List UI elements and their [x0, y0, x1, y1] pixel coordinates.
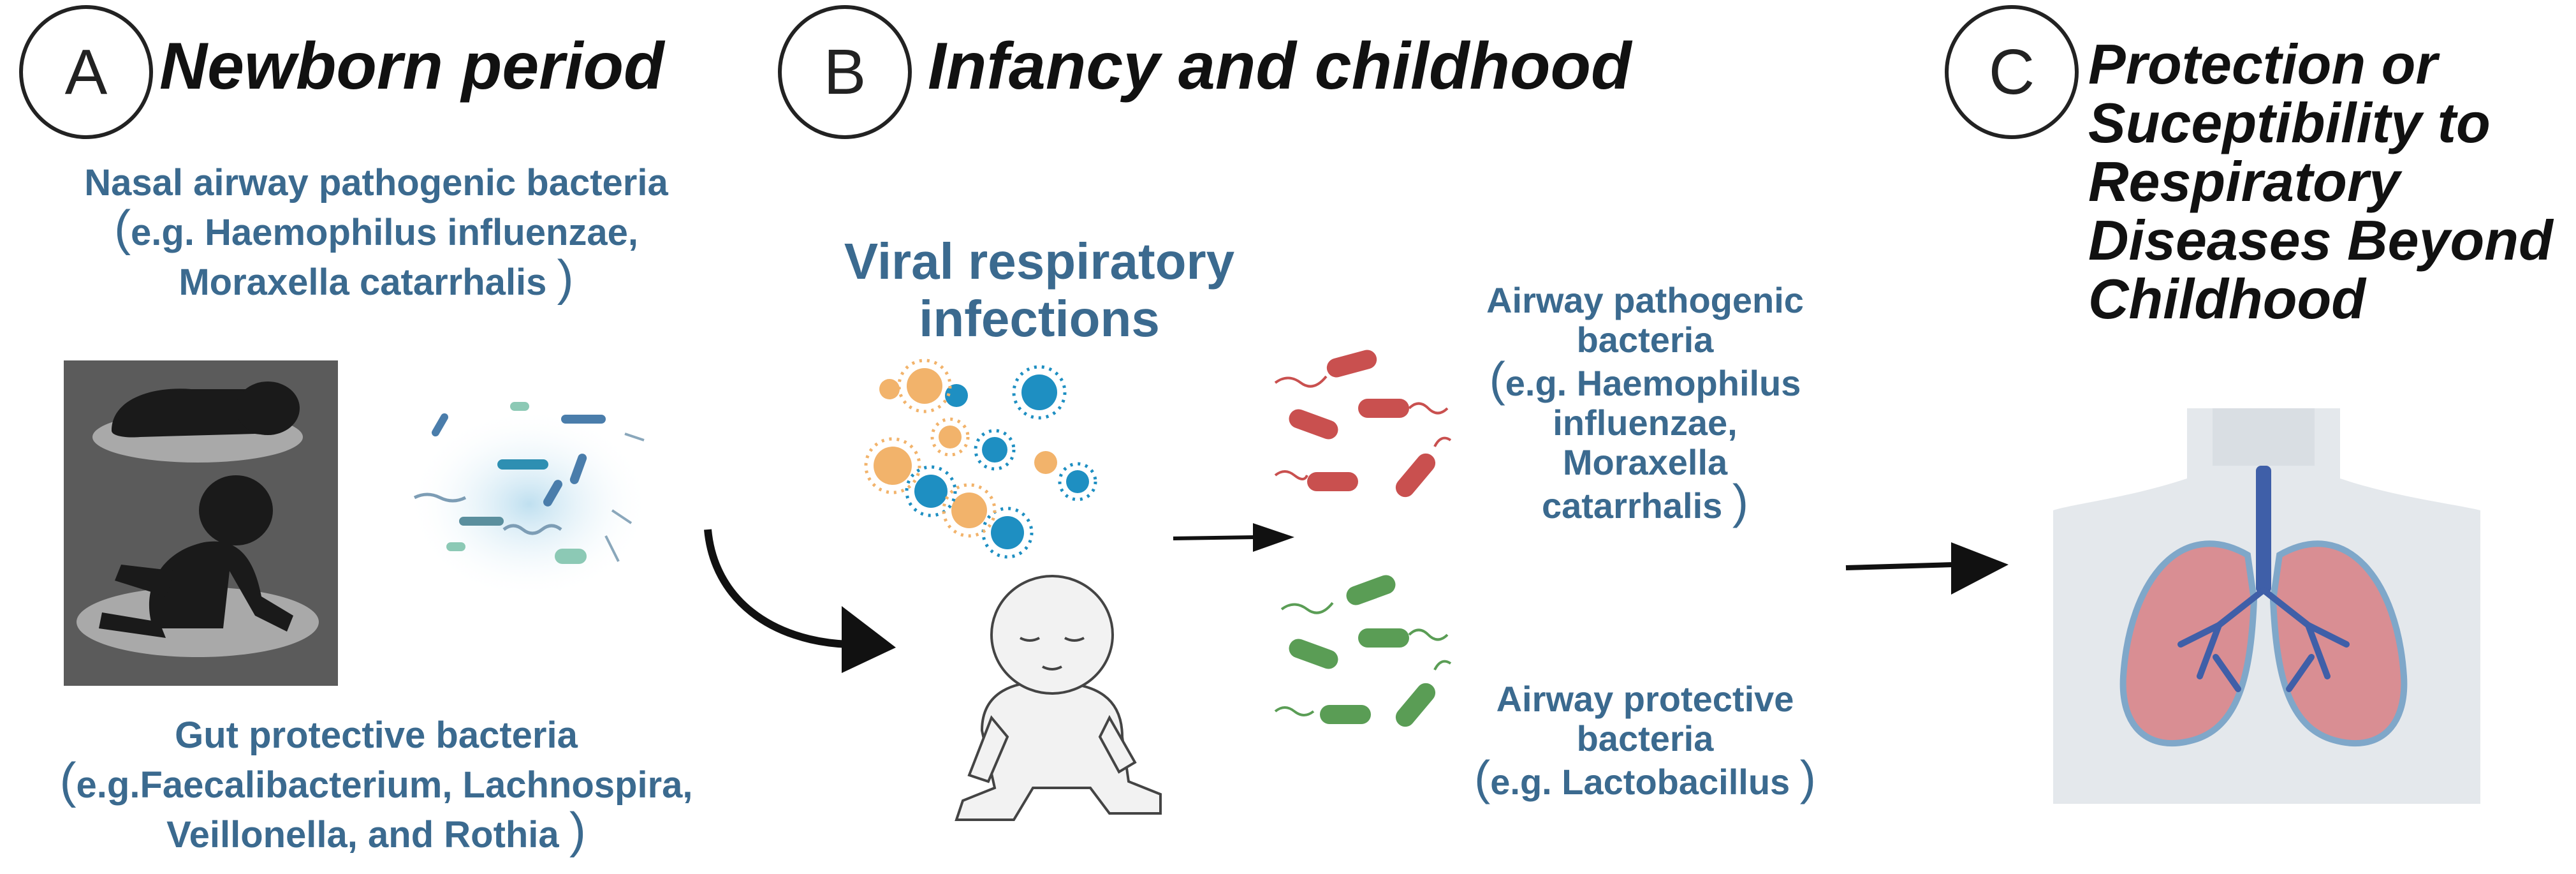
section-a-badge: A — [19, 5, 153, 139]
virus-cluster-illustration — [864, 359, 1097, 559]
curved-arrow-a-to-b — [704, 529, 896, 673]
section-c-title-line1: Protection or — [2088, 33, 2438, 96]
lungs-torso-illustration — [2053, 408, 2480, 804]
section-c-title-line3: Respiratory — [2088, 150, 2401, 213]
airway-pathogenic-line6: catarrhalis — [1541, 485, 1723, 526]
section-a-letter: A — [64, 36, 108, 108]
section-b-badge: B — [778, 5, 912, 139]
gut-microbiome-illustration — [408, 402, 650, 600]
airway-protective-line1: Airway protective — [1496, 679, 1794, 719]
viral-infections-label: Viral respiratory infections — [816, 233, 1262, 348]
gut-bacteria-line3: Veillonella, and Rothia — [166, 814, 559, 855]
viral-line1: Viral respiratory — [844, 233, 1235, 290]
newborn-photo — [64, 360, 338, 686]
section-c-title-line4: Diseases Beyond — [2088, 209, 2553, 272]
gut-bacteria-line1: Gut protective bacteria — [175, 715, 578, 756]
airway-protective-line2: bacteria — [1576, 718, 1714, 759]
arrow-to-bacteria — [1173, 523, 1294, 552]
airway-pathogenic-label: Airway pathogenic bacteria (e.g. Haemoph… — [1460, 281, 1830, 526]
airway-pathogenic-line5: Moraxella — [1562, 442, 1728, 482]
section-b-title: Infancy and childhood — [928, 29, 1632, 103]
section-a-title: Newborn period — [159, 29, 664, 103]
section-c-title: Protection or Suceptibility to Respirato… — [2088, 35, 2553, 329]
nasal-bacteria-line3: Moraxella catarrhalis — [179, 262, 547, 303]
airway-pathogenic-line2: bacteria — [1576, 320, 1714, 360]
section-c-title-line2: Suceptibility to — [2088, 91, 2491, 154]
airway-protective-label: Airway protective bacteria (e.g. Lactoba… — [1460, 679, 1830, 803]
airway-pathogenic-line4: influenzae, — [1553, 403, 1738, 443]
airway-pathogenic-line1: Airway pathogenic — [1486, 280, 1804, 320]
section-b-letter: B — [823, 36, 867, 108]
section-c-letter: C — [1988, 36, 2035, 108]
section-c-title-line5: Childhood — [2088, 267, 2366, 330]
section-c-badge: C — [1945, 5, 2079, 139]
nasal-bacteria-line2: e.g. Haemophilus influenzae, — [131, 212, 639, 253]
viral-line2: infections — [919, 290, 1160, 347]
protective-bacteria-illustration — [1274, 575, 1452, 727]
gut-bacteria-label: Gut protective bacteria (e.g.Faecalibact… — [26, 713, 727, 857]
gut-bacteria-line2: e.g.Faecalibacterium, Lachnospira, — [76, 764, 693, 806]
airway-protective-line3: e.g. Lactobacillus — [1490, 762, 1790, 802]
pathogenic-bacteria-illustration — [1274, 350, 1452, 498]
baby-illustration — [955, 575, 1162, 821]
airway-pathogenic-line3: e.g. Haemophilus — [1505, 363, 1801, 403]
arrow-b-to-c — [1845, 542, 2009, 595]
nasal-bacteria-line1: Nasal airway pathogenic bacteria — [84, 162, 668, 204]
nasal-bacteria-label: Nasal airway pathogenic bacteria (e.g. H… — [26, 161, 727, 305]
